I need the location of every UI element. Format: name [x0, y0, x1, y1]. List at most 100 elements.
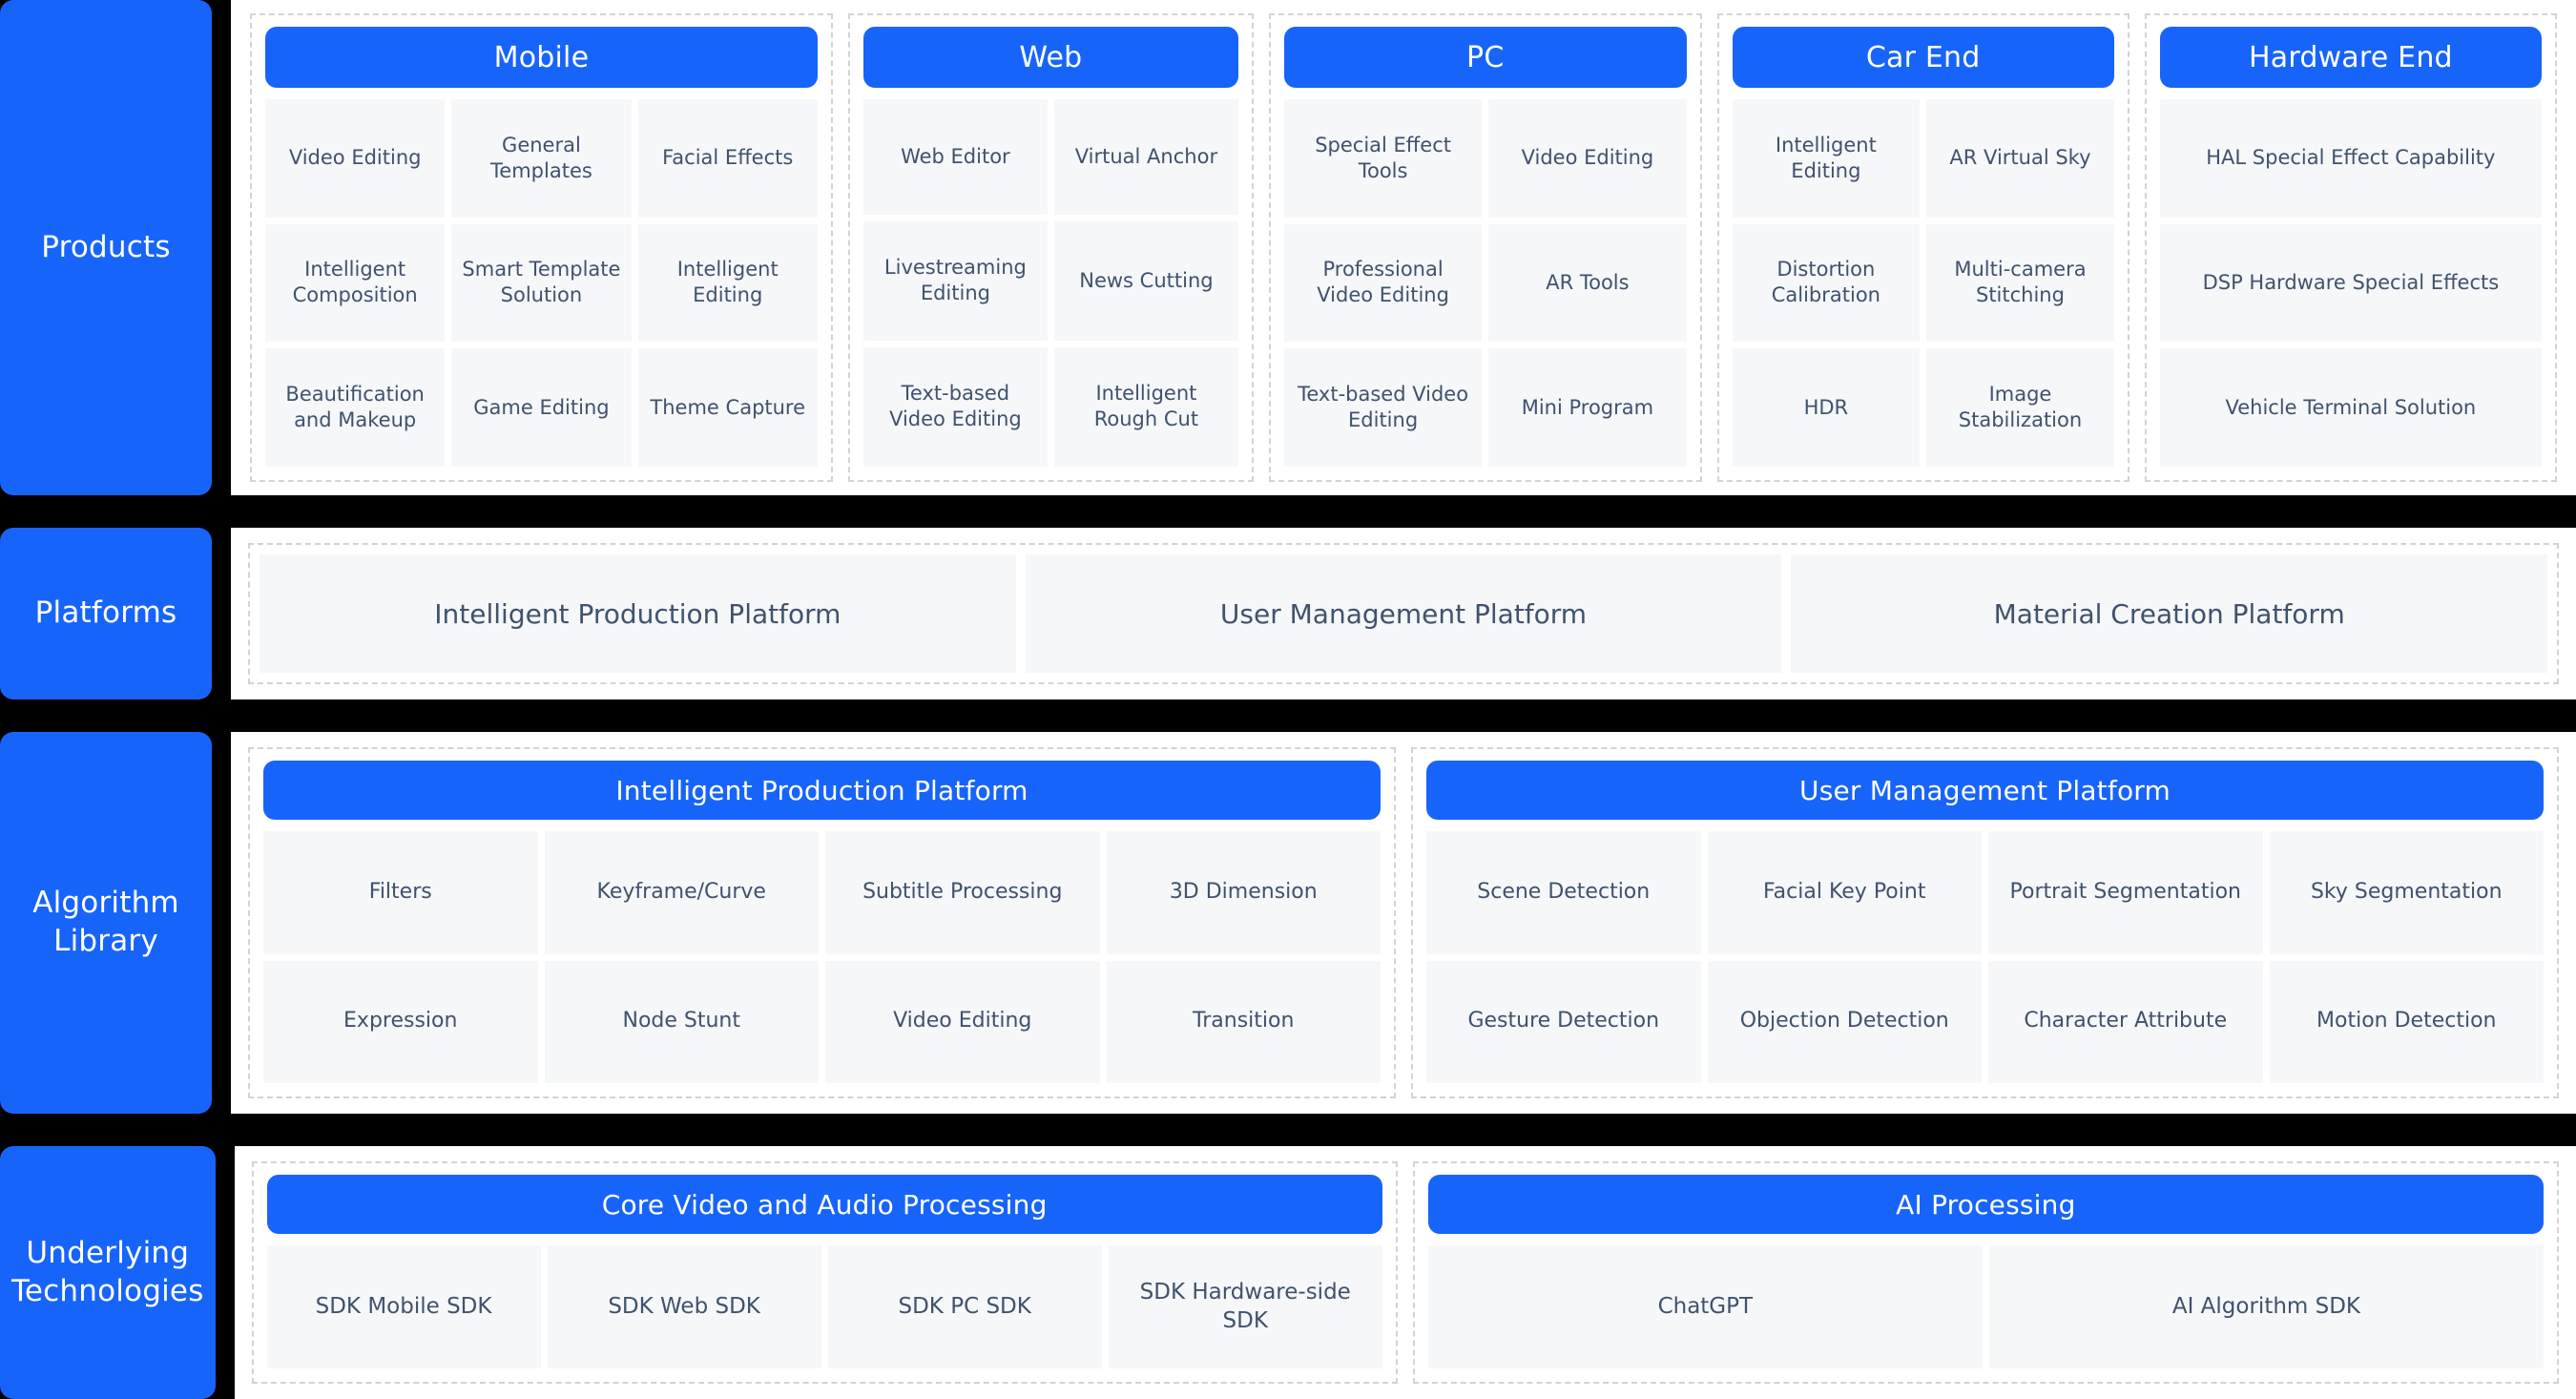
tile-item[interactable]: SDK Web SDK — [547, 1245, 821, 1368]
tile-item[interactable]: General Templates — [451, 99, 632, 218]
tile-item[interactable]: HAL Special Effect Capability — [2159, 99, 2542, 218]
tile-item[interactable]: Transition — [1106, 960, 1381, 1083]
tile-item[interactable]: Game Editing — [451, 348, 632, 467]
tile-grid-core-video-audio-processing: SDK Mobile SDK SDK Web SDK SDK PC SDK SD… — [266, 1245, 1382, 1368]
tile-grid-mobile: Video Editing General Templates Facial E… — [265, 99, 818, 467]
layer-rail-products: Products — [0, 0, 212, 495]
layer-row-products: Products Mobile Video Editing General Te… — [0, 0, 2576, 495]
tile-item[interactable]: Video Editing — [265, 99, 446, 218]
tile-grid-car-end: Intelligent Editing AR Virtual Sky Disto… — [1732, 99, 2114, 467]
product-group-hardware-end: Hardware End HAL Special Effect Capabili… — [2144, 13, 2557, 482]
tile-grid-ai-processing: ChatGPT AI Algorithm SDK — [1427, 1245, 2544, 1368]
tile-item[interactable]: SDK PC SDK — [827, 1245, 1102, 1368]
platform-card[interactable]: User Management Platform — [1025, 554, 1782, 673]
tile-item[interactable]: Gesture Detection — [1426, 960, 1701, 1083]
tile-item[interactable]: Scene Detection — [1426, 831, 1701, 954]
product-group-car-end: Car End Intelligent Editing AR Virtual S… — [1716, 13, 2129, 482]
tile-item[interactable]: Objection Detection — [1707, 960, 1982, 1083]
tile-item[interactable]: Filters — [263, 831, 538, 954]
tile-item[interactable]: Facial Effects — [637, 99, 818, 218]
group-header-user-management-platform[interactable]: User Management Platform — [1426, 761, 2544, 820]
tile-item[interactable]: Keyframe/Curve — [544, 831, 819, 954]
layer-row-underlying-technologies: Underlying Technologies Core Video and A… — [0, 1146, 2576, 1399]
layer-rail-underlying-technologies: Underlying Technologies — [0, 1146, 216, 1399]
tile-item[interactable]: AR Tools — [1488, 223, 1687, 343]
layer-label-underlying-technologies: Underlying Technologies — [0, 1146, 216, 1399]
tile-grid-intelligent-production-platform: Filters Keyframe/Curve Subtitle Processi… — [263, 831, 1381, 1083]
tile-item[interactable]: Motion Detection — [2269, 960, 2544, 1083]
product-group-mobile: Mobile Video Editing General Templates F… — [250, 13, 833, 482]
tile-grid-user-management-platform: Scene Detection Facial Key Point Portrai… — [1426, 831, 2544, 1083]
algorithm-group-user-management-platform: User Management Platform Scene Detection… — [1411, 747, 2559, 1098]
tile-item[interactable]: Intelligent Rough Cut — [1053, 346, 1238, 467]
tile-item[interactable]: Intelligent Composition — [265, 223, 446, 343]
tile-item[interactable]: Node Stunt — [544, 960, 819, 1083]
group-header-car-end[interactable]: Car End — [1732, 27, 2114, 88]
tile-item[interactable]: Sky Segmentation — [2269, 831, 2544, 954]
layer-rail-platforms: Platforms — [0, 528, 212, 700]
underlying-group-core-video-audio-processing: Core Video and Audio Processing SDK Mobi… — [251, 1161, 1398, 1384]
group-header-hardware-end[interactable]: Hardware End — [2159, 27, 2542, 88]
tile-item[interactable]: DSP Hardware Special Effects — [2159, 223, 2542, 343]
tile-item[interactable]: Livestreaming Editing — [862, 220, 1048, 341]
tile-item[interactable]: Facial Key Point — [1707, 831, 1982, 954]
tile-item[interactable]: Professional Video Editing — [1283, 223, 1483, 343]
tile-item[interactable]: Smart Template Solution — [451, 223, 632, 343]
tile-item[interactable]: SDK Mobile SDK — [266, 1245, 541, 1368]
row-divider — [0, 495, 2576, 528]
rail-gap — [212, 732, 231, 1114]
tile-item[interactable]: Distortion Calibration — [1732, 223, 1921, 343]
tile-item[interactable]: Character Attribute — [1988, 960, 2263, 1083]
tile-item[interactable]: Intelligent Editing — [1732, 99, 1921, 218]
platform-card[interactable]: Intelligent Production Platform — [260, 554, 1016, 673]
tile-item[interactable]: HDR — [1732, 348, 1921, 467]
tile-item[interactable]: 3D Dimension — [1106, 831, 1381, 954]
product-group-pc: PC Special Effect Tools Video Editing Pr… — [1268, 13, 1702, 482]
group-header-pc[interactable]: PC — [1283, 27, 1687, 88]
tile-item[interactable]: Video Editing — [825, 960, 1100, 1083]
rail-gap — [215, 1146, 235, 1399]
tile-item[interactable]: Vehicle Terminal Solution — [2159, 348, 2542, 467]
tile-item[interactable]: ChatGPT — [1427, 1245, 1983, 1368]
layer-rail-algorithm-library: Algorithm Library — [0, 732, 212, 1114]
layer-label-products: Products — [0, 0, 212, 495]
tile-item[interactable]: Subtitle Processing — [825, 831, 1100, 954]
group-header-web[interactable]: Web — [862, 27, 1238, 88]
tile-item[interactable]: Virtual Anchor — [1053, 99, 1238, 215]
tile-grid-hardware-end: HAL Special Effect Capability DSP Hardwa… — [2159, 99, 2542, 467]
algorithm-groups-container: Intelligent Production Platform Filters … — [248, 747, 2559, 1098]
rail-gap — [212, 528, 231, 700]
tile-item[interactable]: Theme Capture — [637, 348, 818, 467]
tile-item[interactable]: Multi-camera Stitching — [1926, 223, 2114, 343]
platform-card[interactable]: Material Creation Platform — [1791, 554, 2548, 673]
tile-item[interactable]: Intelligent Editing — [637, 223, 818, 343]
row-divider — [0, 1114, 2576, 1146]
product-group-web: Web Web Editor Virtual Anchor Livestream… — [847, 13, 1254, 482]
tile-item[interactable]: Special Effect Tools — [1283, 99, 1483, 218]
tile-item[interactable]: News Cutting — [1053, 220, 1238, 341]
group-header-ai-processing[interactable]: AI Processing — [1427, 1175, 2544, 1234]
group-header-intelligent-production-platform[interactable]: Intelligent Production Platform — [263, 761, 1381, 820]
platforms-container: Intelligent Production Platform User Man… — [248, 543, 2559, 684]
tile-item[interactable]: AI Algorithm SDK — [1988, 1245, 2544, 1368]
tile-item[interactable]: Text-based Video Editing — [1283, 348, 1483, 467]
underlying-technologies-panel: Core Video and Audio Processing SDK Mobi… — [234, 1146, 2576, 1399]
tile-item[interactable]: Image Stabilization — [1926, 348, 2114, 467]
tile-item[interactable]: Beautification and Makeup — [265, 348, 446, 467]
tile-item[interactable]: AR Virtual Sky — [1926, 99, 2114, 218]
algorithm-library-panel: Intelligent Production Platform Filters … — [231, 732, 2576, 1114]
group-header-mobile[interactable]: Mobile — [265, 27, 818, 88]
tile-item[interactable]: Expression — [263, 960, 538, 1083]
tile-item[interactable]: Mini Program — [1488, 348, 1687, 467]
layer-label-algorithm-library: Algorithm Library — [0, 732, 212, 1114]
tile-item[interactable]: Portrait Segmentation — [1988, 831, 2263, 954]
tile-grid-web: Web Editor Virtual Anchor Livestreaming … — [862, 99, 1238, 467]
underlying-group-ai-processing: AI Processing ChatGPT AI Algorithm SDK — [1412, 1161, 2559, 1384]
row-divider — [0, 700, 2576, 732]
tile-item[interactable]: Video Editing — [1488, 99, 1687, 218]
tile-item[interactable]: Web Editor — [862, 99, 1048, 215]
tile-item[interactable]: Text-based Video Editing — [862, 346, 1048, 467]
tile-item[interactable]: SDK Hardware-side SDK — [1108, 1245, 1382, 1368]
group-header-core-video-audio-processing[interactable]: Core Video and Audio Processing — [266, 1175, 1382, 1234]
